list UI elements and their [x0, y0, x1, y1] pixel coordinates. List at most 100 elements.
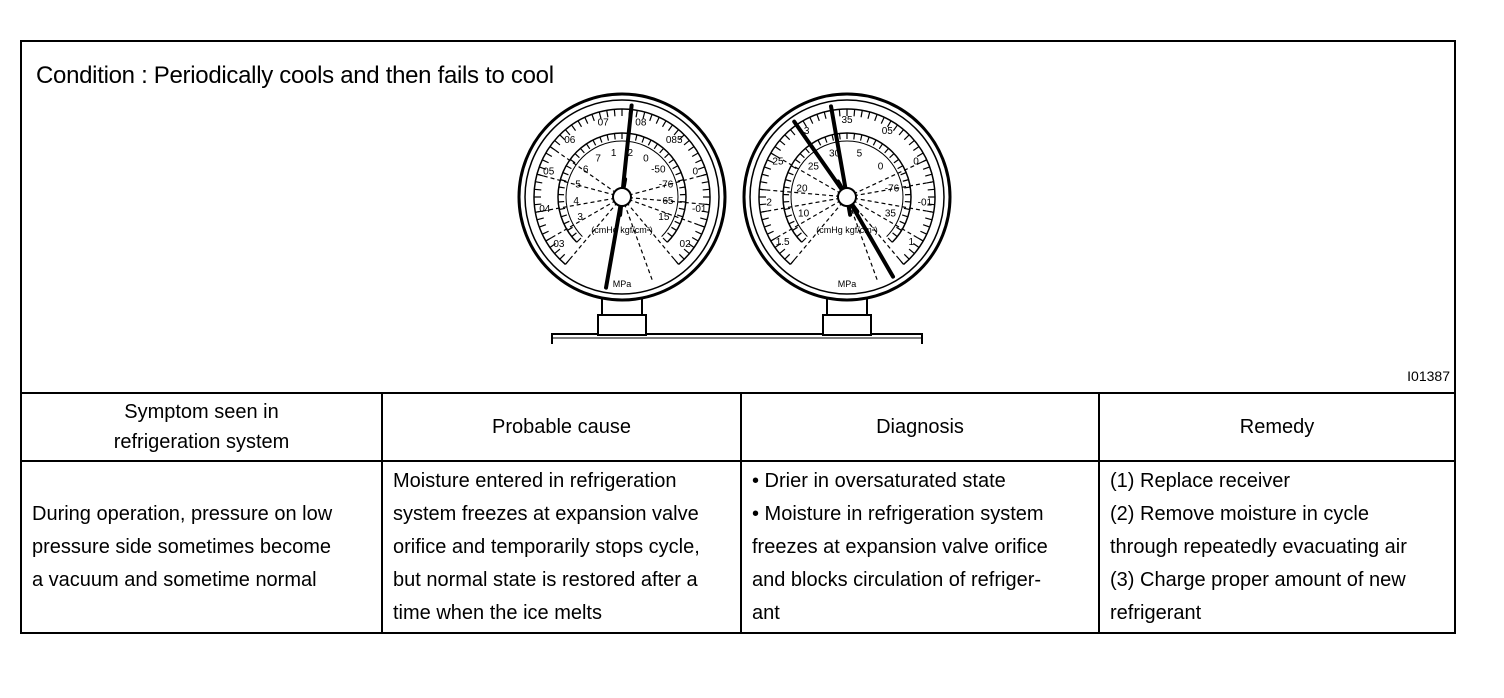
high-inner-tick — [899, 220, 906, 225]
low-inner-label: 0 — [643, 154, 649, 165]
high-inner-tick — [792, 226, 798, 231]
cell-line: ant — [752, 601, 780, 624]
low-outer-tick — [571, 124, 577, 131]
header-line: Symptom seen in — [124, 401, 279, 423]
high-inner-label: 10 — [798, 208, 810, 219]
high-inner-tick — [817, 139, 822, 146]
low-outer-tick — [559, 134, 566, 141]
low-inner-tick — [562, 171, 569, 176]
cell-line: refrigerant — [1110, 601, 1202, 624]
high-inner-tick — [896, 226, 902, 231]
low-dashed-line — [621, 196, 681, 267]
high-inner-tick — [892, 232, 898, 238]
low-outer-label: 05 — [543, 166, 555, 177]
low-outer-tick — [642, 111, 646, 119]
high-outer-tick — [925, 173, 933, 177]
low-inner-tick — [674, 220, 681, 225]
low-outer-tick — [535, 181, 543, 184]
cell-line: (3) Charge proper amount of new — [1110, 568, 1406, 591]
condition-title: Condition : Periodically cools and then … — [36, 62, 554, 89]
high-outer-label: -01 — [918, 198, 933, 209]
high-outer-scale — [758, 108, 936, 265]
high-outer-tick — [802, 120, 808, 128]
high-outer-tick — [860, 110, 863, 118]
high-outer-tick — [774, 242, 781, 248]
high-dashed-line — [758, 196, 848, 214]
high-inner-tick — [799, 153, 805, 159]
low-inner-tick — [668, 158, 675, 164]
low-inner-tick — [634, 134, 638, 141]
low-outer-tick — [577, 120, 583, 128]
high-outer-tick — [908, 139, 915, 146]
low-dashed-line — [533, 196, 623, 214]
high-inner-tick — [824, 136, 828, 143]
cell-line: pressure side sometimes become — [32, 535, 332, 558]
header-line: Remedy — [1239, 416, 1315, 438]
low-outer-tick — [554, 248, 561, 255]
high-needle-hub — [837, 187, 857, 207]
cell-line: During operation, pressure on low — [32, 502, 333, 525]
high-outer-tick — [764, 166, 772, 170]
low-inner-tick — [563, 220, 570, 225]
cell-line: Moisture entered in refrigeration — [393, 469, 677, 492]
high-inner-label: 20 — [796, 184, 808, 195]
high-outer-tick — [779, 139, 786, 146]
low-needle-hub — [612, 187, 632, 207]
low-outer-tick — [683, 248, 690, 255]
high-inner-tick — [903, 207, 910, 211]
high-outer-tick — [927, 188, 935, 191]
low-inner-tick — [599, 136, 603, 143]
high-outer-tick — [853, 109, 856, 117]
low-outer-tick — [554, 139, 561, 146]
low-outer-label: 06 — [564, 135, 576, 146]
high-gauge-fitting — [822, 314, 872, 336]
low-inner-tick — [641, 136, 645, 143]
low-outer-tick — [695, 159, 703, 164]
low-inner-label: 2 — [628, 148, 634, 159]
low-dashed-line — [563, 196, 623, 267]
low-dashed-line — [543, 196, 623, 243]
low-outer-tick — [539, 224, 547, 228]
high-outer-tick — [916, 152, 924, 158]
high-outer-label: 1.5 — [776, 237, 790, 248]
high-outer-tick — [874, 114, 878, 122]
high-outer-tick — [838, 109, 841, 117]
low-outer-label: 04 — [539, 204, 551, 215]
low-inner-tick — [571, 232, 577, 238]
high-outer-tick — [779, 248, 786, 255]
low-inner-label: 6 — [583, 165, 589, 176]
high-outer-tick — [880, 116, 885, 124]
header-line: Probable cause — [492, 416, 631, 438]
high-outer-tick — [913, 146, 920, 152]
low-inner-tick — [675, 171, 682, 176]
low-outer-tick — [673, 129, 680, 136]
high-inner-tick — [783, 186, 790, 189]
low-inner-tick — [606, 134, 610, 141]
high-dashed-line — [768, 151, 848, 198]
low-inner-tick — [592, 139, 597, 146]
high-outer-tick — [913, 242, 920, 248]
high-dashed-line — [846, 180, 936, 198]
low-dashed-line — [621, 173, 710, 198]
cell-line: a vacuum and sometime normal — [32, 568, 317, 591]
high-dashed-line — [846, 196, 936, 214]
cell-symptom: During operation, pressure on low pressur… — [22, 460, 383, 632]
high-gauge-rim — [749, 99, 945, 295]
high-inner-tick — [784, 207, 791, 211]
high-outer-tick — [892, 124, 898, 131]
low-outer-tick — [564, 129, 571, 136]
low-dashed-line — [547, 144, 623, 198]
manifold-bar — [551, 333, 923, 344]
high-outer-tick — [925, 217, 933, 221]
low-outer-tick — [688, 146, 695, 152]
low-inner-label: 5 — [575, 179, 581, 190]
low-outer-tick — [678, 253, 685, 260]
high-outer-tick — [867, 111, 871, 119]
low-outer-tick — [691, 236, 699, 242]
low-inner-tick — [647, 139, 652, 146]
low-outer-label: 03 — [553, 239, 565, 250]
